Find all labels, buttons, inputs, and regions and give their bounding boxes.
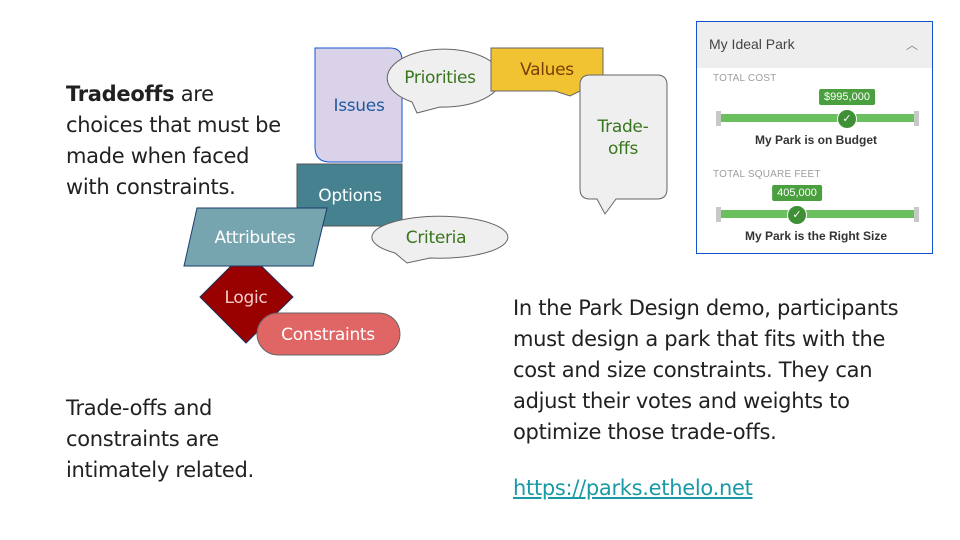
issues-label: Issues: [333, 96, 385, 116]
total-sqft-value: 405,000: [772, 185, 822, 201]
total-cost-bar: $995,000 ✓: [716, 89, 919, 129]
values-label: Values: [520, 60, 574, 80]
total-cost-label: TOTAL COST: [713, 73, 777, 84]
tradeoffs-term: Tradeoffs: [66, 82, 175, 106]
size-status: My Park is the Right Size: [744, 229, 888, 243]
park-demo-description: In the Park Design demo, participants mu…: [513, 296, 899, 444]
logic-diamond: [199, 250, 294, 344]
logic-label: Logic: [224, 288, 268, 308]
bar-max-cap: [914, 207, 919, 222]
values-shape: [490, 47, 604, 97]
demo-link[interactable]: https://parks.ethelo.net: [513, 476, 753, 500]
attributes-shape: [183, 207, 328, 267]
total-sqft-bar: 405,000 ✓: [716, 185, 919, 225]
bar-min-cap: [716, 111, 721, 126]
priorities-bubble: [386, 48, 502, 114]
criteria-bubble: [371, 215, 509, 264]
widget-header[interactable]: My Ideal Park ︿: [697, 22, 932, 68]
chevron-up-icon[interactable]: ︿: [905, 38, 918, 52]
tradeoffs-definition: Tradeoffs are choices that must be made …: [66, 79, 296, 203]
constraints-shape: [256, 312, 401, 356]
check-icon: ✓: [837, 109, 857, 129]
total-cost-value: $995,000: [819, 89, 875, 105]
issues-shape: [314, 47, 403, 163]
bar-max-cap: [914, 111, 919, 126]
options-label: Options: [318, 186, 382, 206]
definition-text: are choices that must be made when faced…: [66, 82, 281, 199]
widget-title: My Ideal Park: [709, 36, 795, 52]
ideal-park-widget: My Ideal Park ︿ TOTAL COST $995,000 ✓ My…: [696, 21, 933, 254]
priorities-label: Priorities: [404, 68, 476, 88]
total-sqft-label: TOTAL SQUARE FEET: [713, 169, 821, 180]
demo-link-wrap: https://parks.ethelo.net: [513, 473, 753, 504]
tradeoffs-callout: [579, 74, 668, 215]
budget-status: My Park is on Budget: [754, 133, 878, 147]
bar-min-cap: [716, 207, 721, 222]
constraints-label: Constraints: [281, 325, 375, 345]
check-icon: ✓: [787, 205, 807, 225]
attributes-label: Attributes: [214, 228, 296, 248]
tradeoffs-label: Trade-offs: [597, 117, 649, 159]
tradeoffs-constraints-note: Trade-offs and constraints are intimatel…: [66, 396, 254, 482]
criteria-label: Criteria: [405, 228, 467, 248]
